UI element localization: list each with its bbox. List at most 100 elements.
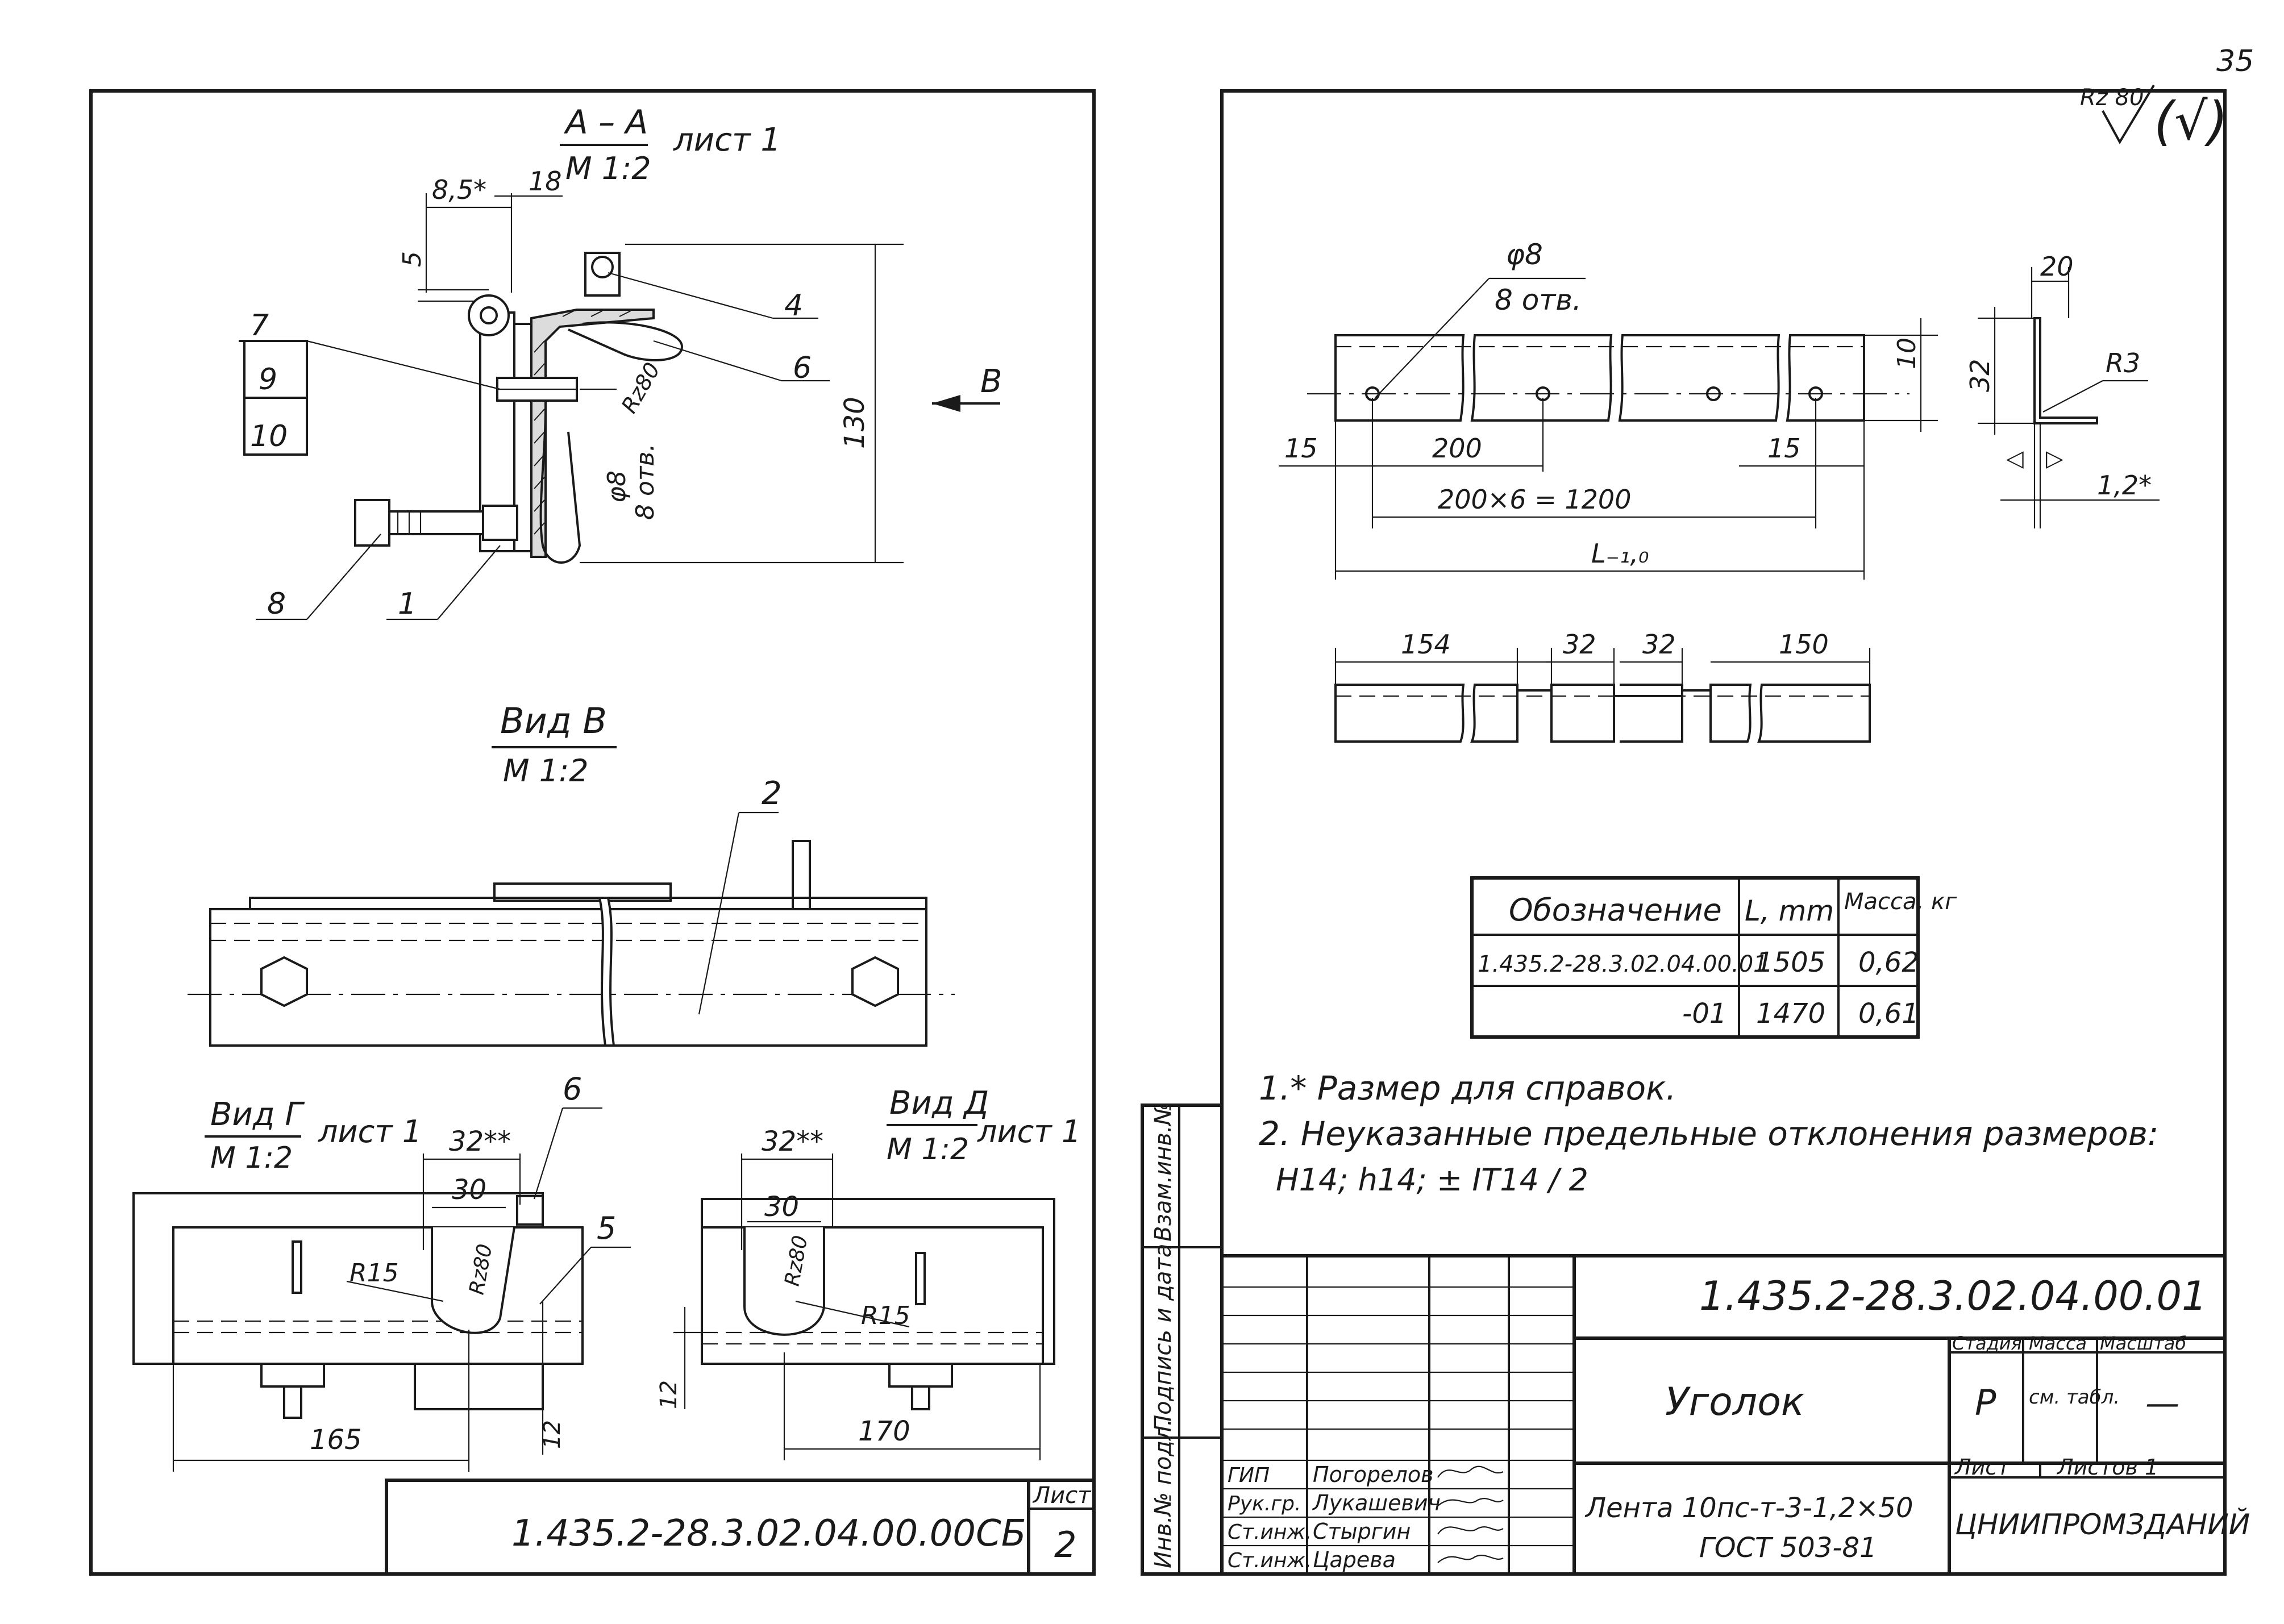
title-code: 1.435.2-28.3.02.04.00.01: [1699, 1273, 2207, 1319]
view-d-dim-r15: R15: [861, 1301, 910, 1330]
view-g-scale: М 1:2: [210, 1141, 293, 1175]
view-g: Вид Г М 1:2 лист 1 32** 30 Rz80 R15: [132, 1071, 631, 1472]
side-label-sign: Подпись и дата: [1150, 1244, 1176, 1432]
view-d-sheet-ref: лист 1: [977, 1114, 1081, 1150]
section-aa: А – А М 1:2 лист 1 8,5* 18 5: [239, 103, 1002, 621]
side-label-vzam: Взам.инв.№: [1150, 1102, 1176, 1242]
table-header-mass: Масса, кг: [1844, 889, 1957, 915]
left-sheet: А – А М 1:2 лист 1 8,5* 18 5: [89, 89, 1096, 1576]
mass-table: Обозначение L, mm Масса, кг 1.435.2-28.3…: [1470, 876, 1957, 1039]
side-label-inv: Инв.№ подл.: [1150, 1419, 1176, 1568]
title-mass: см. табл.: [2029, 1386, 2120, 1409]
table-row2-mass: 0,61: [1858, 998, 1919, 1030]
table-row1-mass: 0,62: [1858, 947, 1919, 978]
callout-6: 6: [793, 351, 812, 385]
right-sheet: φ8 8 отв. 10 15 200: [1141, 89, 2250, 1576]
table-row2-l: 1470: [1756, 998, 1825, 1030]
title-org: ЦНИИПРОМЗДАНИЙ: [1955, 1508, 2250, 1541]
signer-4-name: Царева: [1313, 1547, 1396, 1572]
view-g-sheet-ref: лист 1: [318, 1114, 422, 1150]
roughness-symbol: Rz 80 (√): [2080, 84, 2228, 152]
section-aa-title: А – А: [563, 103, 648, 141]
view-b-title: Вид В: [500, 700, 607, 742]
view-b-callout-2: 2: [762, 775, 782, 812]
top-dim-200: 200: [1432, 433, 1482, 464]
dim-85: 8,5*: [432, 174, 486, 205]
signer-1-name: Погорелов: [1313, 1462, 1433, 1487]
view-g-dim-12: 12: [539, 1420, 565, 1449]
top-dim-15a: 15: [1284, 433, 1318, 464]
left-stamp-code: 1.435.2-28.3.02.04.00.00СБ: [511, 1513, 1026, 1555]
view-b: Вид В М 1:2 2: [188, 700, 955, 1047]
note-2: 2. Неуказанные предельные отклонения раз…: [1259, 1114, 2158, 1153]
dim-rz80: Rz80: [617, 358, 665, 417]
notes: 1.* Размер для справок. 2. Неуказанные п…: [1259, 1069, 2158, 1198]
profile-angle-b: ▷: [2046, 445, 2063, 472]
view-g-dim-r15: R15: [350, 1259, 399, 1288]
view-d-dim-170: 170: [858, 1415, 910, 1447]
callout-8: 8: [267, 587, 286, 621]
roughness-tail: (√): [2154, 91, 2228, 152]
left-stamp-sheet-no: 2: [1054, 1524, 1076, 1565]
title-material-1: Лента 10пс-т-3-1,2×50: [1584, 1492, 1913, 1524]
title-mass-label: Масса: [2029, 1332, 2087, 1354]
table-header-l: L, mm: [1745, 894, 1834, 927]
profile-dim-r3: R3: [2106, 348, 2140, 378]
callout-10: 10: [250, 419, 288, 453]
view-g-dim-32: 32**: [449, 1126, 511, 1157]
table-row1-code: 1.435.2-28.3.02.04.00.01: [1478, 951, 1768, 977]
left-stamp: 1.435.2-28.3.02.04.00.00СБ Лист 2: [385, 1479, 1096, 1576]
bottom-dim-150: 150: [1779, 629, 1829, 660]
top-dim-15b: 15: [1767, 433, 1801, 464]
callout-7: 7: [250, 309, 269, 343]
profile-angle-a: ◁: [2006, 445, 2024, 472]
view-g-callout-5: 5: [597, 1210, 616, 1246]
section-aa-sheet-ref: лист 1: [673, 122, 781, 159]
note-1: 1.* Размер для справок.: [1259, 1069, 1676, 1107]
side-strip: Инв.№ подл. Подпись и дата Взам.инв.№: [1141, 1102, 1224, 1576]
profile-dim-20: 20: [2040, 251, 2074, 282]
top-dim-10: 10: [1892, 338, 1921, 369]
callout-4: 4: [784, 289, 803, 323]
view-g-dim-165: 165: [310, 1424, 362, 1456]
view-g-title: Вид Г: [210, 1096, 305, 1133]
top-dim-1200: 200×6 = 1200: [1438, 484, 1631, 515]
view-d-dim-32: 32**: [762, 1126, 823, 1157]
title-stage-label: Стадия: [1952, 1332, 2022, 1354]
title-block: ГИП Погорелов Рук.гр. Лукашевич Ст.инж. …: [1220, 1254, 2250, 1576]
left-stamp-sheet-label: Лист: [1032, 1483, 1092, 1509]
dim-130: 130: [839, 397, 871, 449]
arrow-b-label: В: [980, 363, 1002, 400]
title-material-2: ГОСТ 503-81: [1699, 1532, 1877, 1564]
signer-2-name: Лукашевич: [1312, 1490, 1441, 1515]
table-row1-l: 1505: [1756, 947, 1825, 978]
signer-2-role: Рук.гр.: [1228, 1492, 1301, 1515]
view-d-dim-12: 12: [656, 1380, 682, 1409]
profile-dim-t: 1,2*: [2097, 470, 2152, 501]
table-row2-code: -01: [1682, 998, 1726, 1030]
signature-3: [1437, 1526, 1504, 1535]
dim-hole-d8: φ8: [602, 470, 631, 503]
callout-9: 9: [259, 363, 277, 397]
top-view: φ8 8 отв. 10 15 200: [1279, 238, 1938, 580]
view-b-scale: М 1:2: [503, 753, 589, 789]
note-3: H14; h14; ± IT14 / 2: [1276, 1162, 1588, 1198]
signer-1-role: ГИП: [1228, 1464, 1270, 1487]
profile-dim-32: 32: [1965, 359, 1995, 392]
dim-18: 18: [529, 166, 562, 197]
roughness-mark: Rz 80: [2080, 85, 2144, 111]
top-dim-l: L₋₁,₀: [1591, 538, 1649, 569]
title-stage: Р: [1975, 1382, 1996, 1423]
signature-1: [1437, 1465, 1504, 1478]
dim-holes-8: 8 отв.: [631, 444, 660, 520]
view-d-title: Вид Д: [889, 1085, 989, 1122]
section-aa-scale: М 1:2: [565, 151, 651, 186]
table-header-designation: Обозначение: [1509, 892, 1722, 928]
bottom-dim-154: 154: [1401, 629, 1451, 660]
signer-3-role: Ст.инж.: [1228, 1521, 1312, 1544]
signature-4: [1437, 1555, 1504, 1563]
profile-view: 20 32 R3 1,2* ◁ ▷: [1965, 251, 2160, 528]
signer-4-role: Ст.инж.: [1228, 1549, 1312, 1572]
title-scale-label: Масштаб: [2100, 1332, 2186, 1354]
